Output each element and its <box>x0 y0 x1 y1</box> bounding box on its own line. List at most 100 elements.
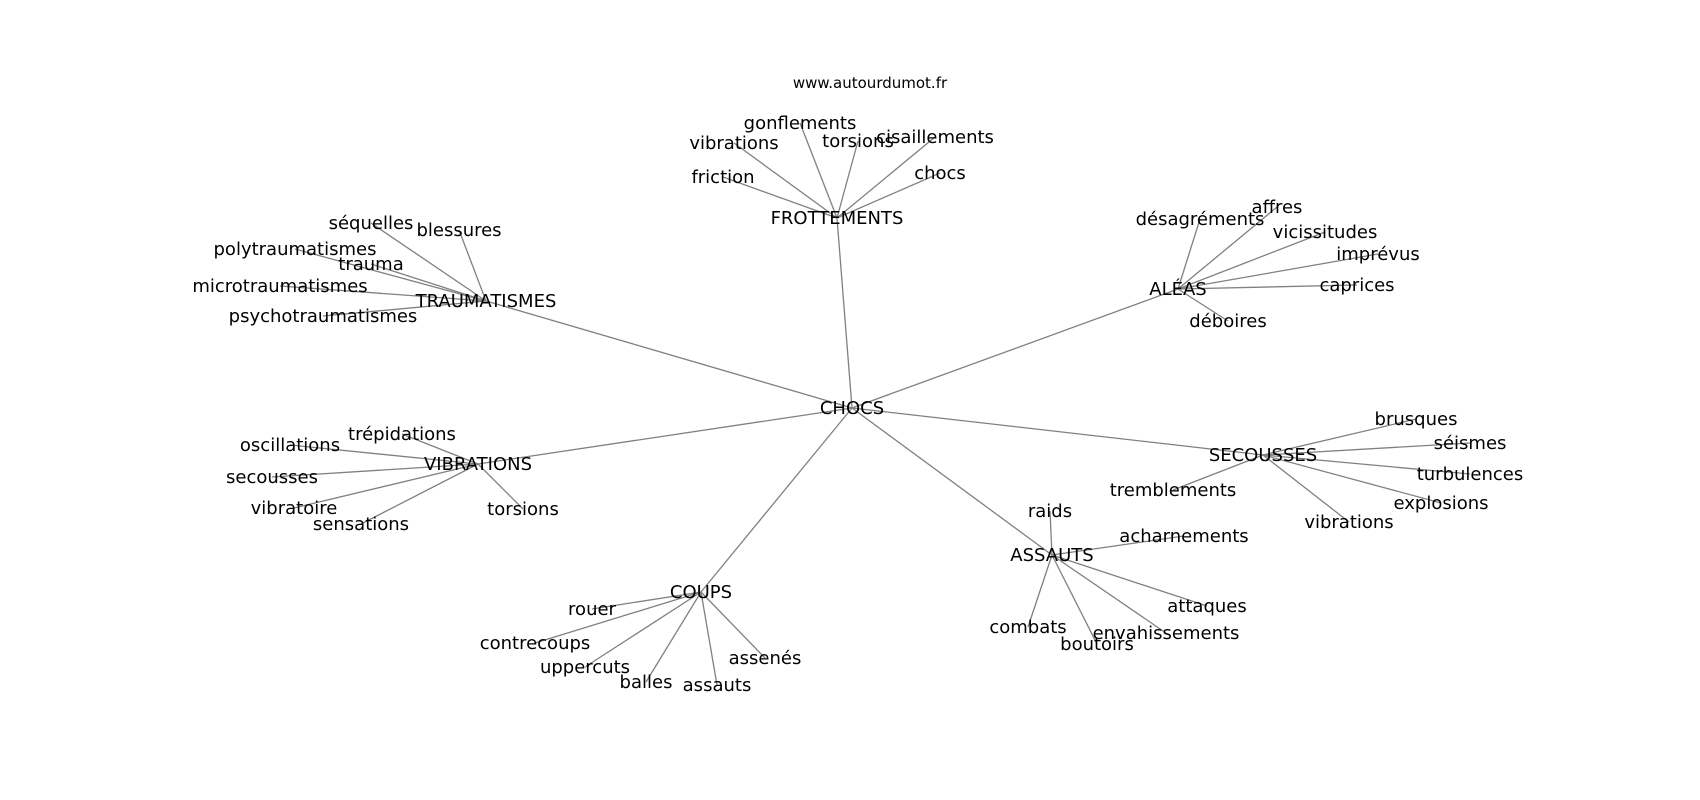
edge-hub-to-word <box>700 591 766 659</box>
edge-hub-to-word <box>271 463 479 478</box>
edge-hub-to-word <box>1049 510 1053 556</box>
edge-hub-to-word <box>1177 253 1379 290</box>
edge-hub-to-word <box>700 591 718 686</box>
edge-hub-to-word <box>322 300 487 317</box>
hub-node-label: ALÉAS <box>1149 278 1206 300</box>
word-node-label: séismes <box>1434 433 1507 454</box>
word-node-label: rouer <box>568 599 617 620</box>
word-node-label: caprices <box>1319 275 1394 296</box>
edge-center-to-hub <box>700 407 853 593</box>
word-node-label: balles <box>620 672 673 693</box>
word-node-label: torsions <box>822 131 894 152</box>
edge-hub-to-word <box>645 591 702 683</box>
word-node-label: brusques <box>1375 409 1458 430</box>
hub-node-label: COUPS <box>670 582 732 603</box>
edge-hub-to-word <box>1051 554 1208 607</box>
word-node-label: chocs <box>914 163 966 184</box>
edge-hub-to-word <box>1177 206 1278 290</box>
edge-hub-to-word <box>294 248 487 302</box>
edge-hub-to-word <box>293 463 479 509</box>
site-url: www.autourdumot.fr <box>793 74 948 92</box>
edge-hub-to-word <box>584 591 702 668</box>
labels-layer: www.autourdumot.fr CHOCS gonflementsvibr… <box>192 74 1523 696</box>
edge-center-to-hub <box>836 217 853 409</box>
word-node-label: imprévus <box>1336 244 1419 265</box>
edge-hub-to-word <box>1262 442 1471 456</box>
edges-layer <box>271 122 1471 686</box>
edge-hub-to-word <box>591 591 702 610</box>
word-node-label: sensations <box>313 514 409 535</box>
word-node-label: turbulences <box>1417 464 1524 485</box>
edge-hub-to-word <box>370 263 487 302</box>
edge-center-to-hub <box>851 407 1264 456</box>
edge-hub-to-word <box>1262 454 1471 475</box>
edge-hub-to-word <box>733 142 838 219</box>
word-node-label: combats <box>989 617 1066 638</box>
word-node-label: uppercuts <box>540 657 630 678</box>
word-node-label: assauts <box>683 675 752 696</box>
edge-hub-to-word <box>370 222 487 302</box>
word-node-label: polytraumatismes <box>214 239 377 260</box>
word-node-label: blessures <box>416 220 501 241</box>
word-node-label: vibratoire <box>251 498 338 519</box>
edge-center-to-hub <box>851 407 1053 556</box>
word-node-label: psychotraumatismes <box>229 306 418 327</box>
hub-node-label: VIBRATIONS <box>424 454 532 475</box>
word-node-label: assenés <box>729 648 802 669</box>
hub-node-label: FROTTEMENTS <box>771 208 904 229</box>
word-node-label: attaques <box>1167 596 1246 617</box>
edge-hub-to-word <box>1051 535 1185 556</box>
word-node-label: trépidations <box>348 424 456 445</box>
word-node-label: envahissements <box>1093 623 1240 644</box>
edge-hub-to-word <box>1177 284 1358 290</box>
word-node-label: microtraumatismes <box>192 276 367 297</box>
edge-hub-to-word <box>534 591 702 644</box>
word-node-label: désagréments <box>1136 209 1265 230</box>
edge-hub-to-word <box>1177 218 1201 290</box>
edge-hub-to-word <box>1027 554 1053 628</box>
edge-hub-to-word <box>401 433 479 465</box>
edge-hub-to-word <box>722 176 838 219</box>
hub-node-label: ASSAUTS <box>1010 545 1093 566</box>
edge-hub-to-word <box>1172 454 1264 491</box>
hub-node-label: TRAUMATISMES <box>415 291 557 312</box>
word-node-label: secousses <box>226 467 318 488</box>
edge-hub-to-word <box>836 172 941 219</box>
word-node-label: vicissitudes <box>1273 222 1378 243</box>
word-node-label: gonflements <box>744 113 857 134</box>
word-node-label: vibrations <box>1304 512 1393 533</box>
edge-hub-to-word <box>1051 554 1098 645</box>
word-node-label: séquelles <box>329 213 414 234</box>
edge-hub-to-word <box>458 229 487 302</box>
edge-center-to-hub <box>485 300 853 409</box>
edge-hub-to-word <box>799 122 838 219</box>
word-node-label: déboires <box>1189 311 1266 332</box>
edge-hub-to-word <box>477 463 524 510</box>
word-node-label: friction <box>691 167 754 188</box>
word-node-label: torsions <box>487 499 559 520</box>
edge-hub-to-word <box>289 444 479 465</box>
hub-node-label: SECOUSSES <box>1209 445 1317 466</box>
word-node-label: contrecoups <box>480 633 591 654</box>
word-node-label: trauma <box>338 254 403 275</box>
edge-hub-to-word <box>1177 231 1326 290</box>
edge-center-to-hub <box>851 288 1179 409</box>
edge-hub-to-word <box>1262 454 1442 504</box>
word-node-label: boutoirs <box>1060 634 1134 655</box>
word-node-label: raids <box>1028 501 1072 522</box>
edge-hub-to-word <box>1262 454 1350 523</box>
edge-center-to-hub <box>477 407 853 465</box>
edge-hub-to-word <box>836 136 936 219</box>
edge-hub-to-word <box>360 463 479 525</box>
edge-hub-to-word <box>836 140 859 219</box>
word-node-label: tremblements <box>1110 480 1237 501</box>
word-node-label: oscillations <box>240 435 340 456</box>
word-node-label: vibrations <box>689 133 778 154</box>
word-node-label: acharnements <box>1119 526 1248 547</box>
word-node-label: affres <box>1252 197 1303 218</box>
word-node-label: cisaillements <box>876 127 994 148</box>
edge-hub-to-word <box>279 285 487 302</box>
center-node-label: CHOCS <box>820 398 884 419</box>
